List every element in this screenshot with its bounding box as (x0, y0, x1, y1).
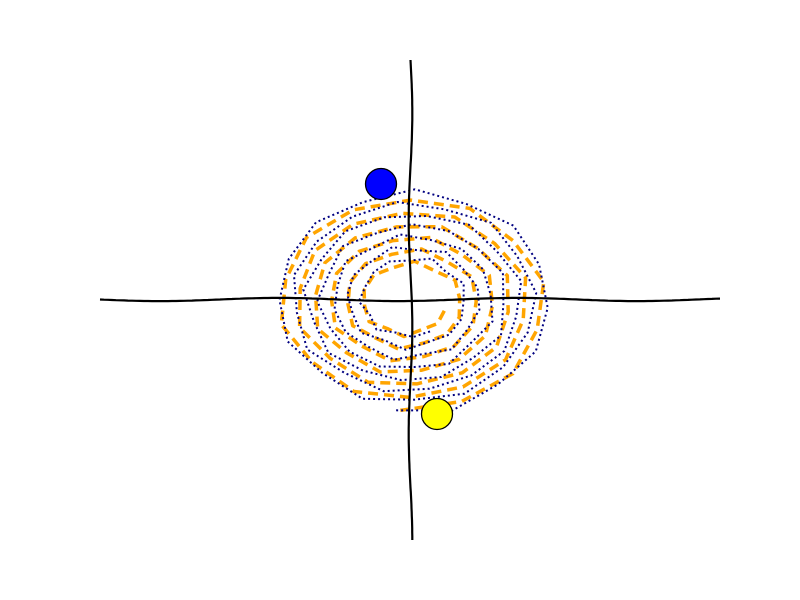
spiral-navy-dotted (278, 188, 549, 412)
spiral-group (278, 188, 549, 413)
vertical-axis (407, 59, 414, 540)
marker-blue[interactable] (364, 167, 398, 201)
axes-group (99, 59, 721, 540)
horizontal-axis (99, 296, 721, 303)
spiral-orange-dashed (279, 198, 546, 413)
marker-yellow[interactable] (420, 397, 454, 431)
